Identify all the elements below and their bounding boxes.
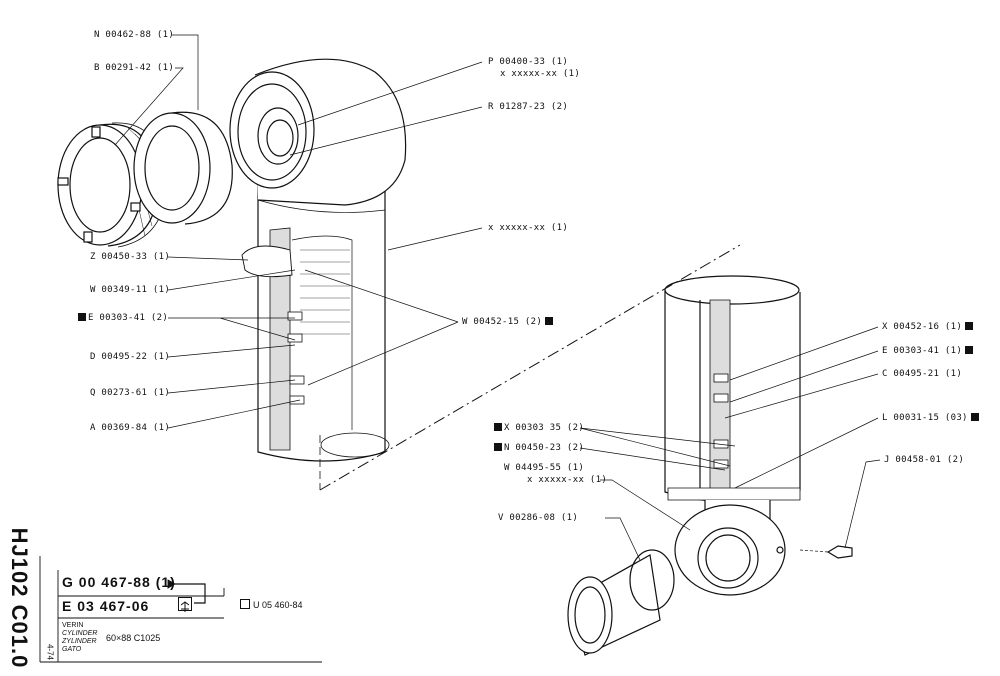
reference-code: U 05 460-84	[240, 599, 303, 610]
label-b00291: B 00291-42 (1)	[94, 63, 175, 73]
marker-square-icon	[78, 313, 86, 321]
label-xbody: x xxxxx-xx (1)	[488, 223, 569, 233]
marker-square-icon	[965, 346, 974, 354]
hydraulic-symbol-icon	[178, 597, 192, 612]
label-e00303a: E 00303-41 (2)	[78, 313, 168, 323]
checkbox-icon	[240, 599, 250, 609]
title-block-frame	[39, 556, 322, 663]
name-en: CYLINDER	[62, 630, 98, 637]
marker-square-icon	[494, 423, 502, 431]
label-a00369: A 00369-84 (1)	[90, 423, 171, 433]
label-z00450: Z 00450-33 (1)	[90, 252, 171, 262]
label-xp: x xxxxx-xx (1)	[500, 69, 581, 79]
bushing-ring	[133, 111, 233, 225]
description-names: VERIN CYLINDER ZYLINDER GATO	[62, 622, 97, 654]
cylinder-body	[241, 162, 390, 462]
label-l00031: L 00031-15 (03)	[882, 413, 979, 423]
marker-square-icon	[494, 443, 502, 451]
label-c00495: C 00495-21 (1)	[882, 369, 963, 379]
rod-eye	[674, 500, 786, 596]
label-r01287: R 01287-23 (2)	[488, 102, 569, 112]
name-de: ZYLINDER	[62, 638, 97, 645]
ring-nut	[57, 122, 167, 248]
sleeve	[567, 549, 675, 656]
label-n00462: N 00462-88 (1)	[94, 30, 175, 40]
lower-cylinder	[664, 275, 801, 503]
side-drawing-code: HJ102 C01.0	[7, 527, 32, 669]
name-es: GATO	[62, 646, 82, 653]
part-number: G 00 467-88 (1)	[62, 574, 176, 590]
label-w00349: W 00349-11 (1)	[90, 285, 171, 295]
marker-square-icon	[970, 413, 979, 421]
label-x00452: X 00452-16 (1)	[882, 322, 974, 332]
label-q00273: Q 00273-61 (1)	[90, 388, 171, 398]
marker-square-icon	[965, 322, 974, 330]
label-p00400: P 00400-33 (1)	[488, 57, 569, 67]
name-fr: VERIN	[62, 622, 84, 629]
drawing-date: 4-74	[45, 643, 55, 661]
label-x00303: X 00303 35 (2)	[494, 423, 584, 433]
marker-square-icon	[545, 317, 554, 325]
label-xeye: x xxxxx-xx (1)	[527, 475, 608, 485]
size-spec: 60×88 C1025	[106, 633, 161, 643]
leader-lines	[114, 34, 881, 561]
label-w00452: W 00452-15 (2)	[462, 317, 554, 327]
cylinder-head	[229, 58, 407, 206]
label-d00495: D 00495-22 (1)	[90, 352, 171, 362]
label-j00458: J 00458-01 (2)	[884, 455, 965, 465]
drawing-number: E 03 467-06	[62, 598, 150, 614]
label-n00450: N 00450-23 (2)	[494, 443, 584, 453]
grease-nipple	[799, 545, 853, 559]
label-w04495: W 04495-55 (1)	[504, 463, 585, 473]
label-v00286: V 00286-08 (1)	[498, 513, 579, 523]
label-e00303b: E 00303-41 (1)	[882, 346, 974, 356]
